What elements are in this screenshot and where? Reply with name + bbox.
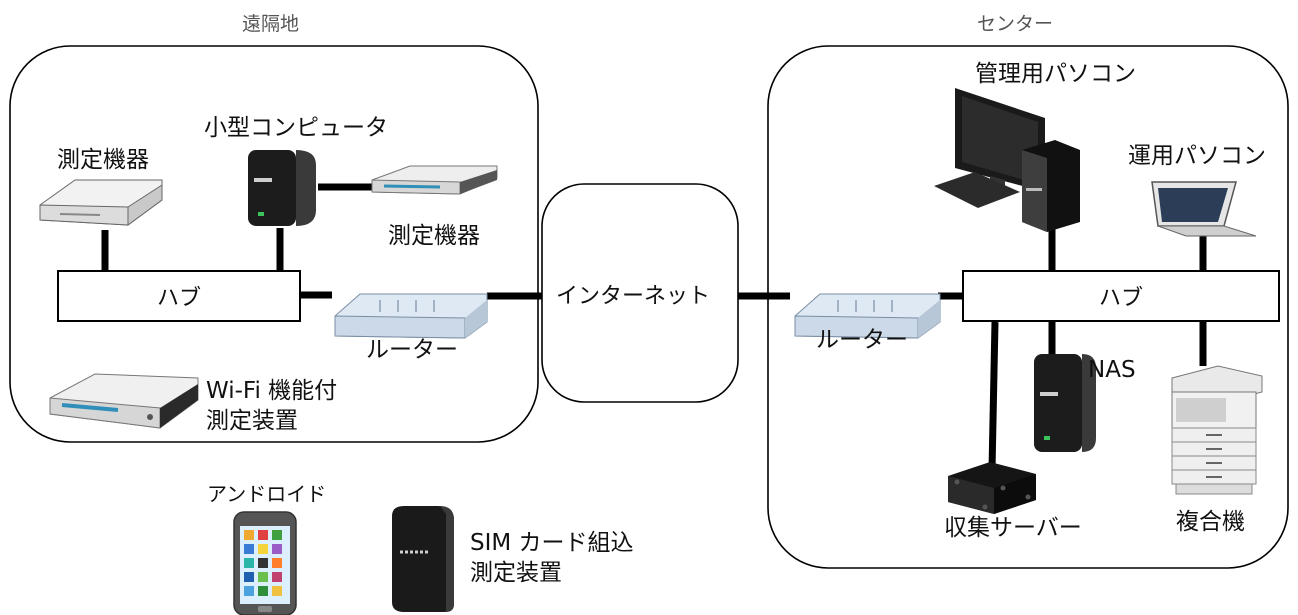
router-center-label: ルーター (816, 327, 908, 353)
link-hub-server (988, 321, 999, 471)
measuring-device-2-icon (371, 165, 498, 195)
multifunction-printer-icon (1171, 365, 1263, 495)
measuring-device-1-icon (39, 179, 163, 226)
center-hub-label: ハブ (1098, 286, 1143, 311)
collection-server-icon (948, 462, 1036, 514)
nas-label: NAS (1088, 357, 1136, 383)
remote-hub: ハブ (57, 270, 301, 322)
small-computer-label: 小型コンピュータ (204, 115, 388, 141)
android-phone-icon (233, 511, 297, 615)
wifi-measuring-device-label: Wi-Fi 機能付 測定装置 (206, 378, 338, 434)
remote-hub-label: ハブ (156, 286, 201, 311)
mfp-label: 複合機 (1176, 509, 1245, 535)
measuring-device-2-label: 測定機器 (388, 223, 480, 249)
remote-site-title: 遠隔地 (242, 13, 300, 35)
connection-lines (101, 183, 1207, 471)
ops-pc-label: 運用パソコン (1128, 143, 1266, 169)
remote-site-boundary (9, 45, 539, 443)
small-computer-icon (248, 150, 316, 226)
center-hub: ハブ (962, 270, 1280, 322)
collection-server-label: 収集サーバー (944, 515, 1082, 541)
ops-laptop-icon (1151, 181, 1257, 237)
sim-measuring-device-label: SIM カード組込 測定装置 (470, 530, 634, 586)
android-label: アンドロイド (207, 482, 327, 506)
internet-label: インターネット (556, 284, 711, 309)
measuring-device-1-label: 測定機器 (57, 147, 149, 173)
nas-icon (1034, 354, 1096, 452)
center-site-boundary (767, 45, 1289, 569)
router-center-icon (794, 293, 941, 339)
center-site-title: センター (977, 13, 1054, 35)
router-remote-label: ルーター (366, 337, 458, 363)
sim-measuring-device-icon (392, 506, 454, 612)
admin-pc-icon (934, 88, 1080, 232)
router-remote-icon (334, 293, 488, 339)
wifi-measuring-device-icon (49, 373, 199, 429)
admin-pc-label: 管理用パソコン (975, 61, 1136, 87)
